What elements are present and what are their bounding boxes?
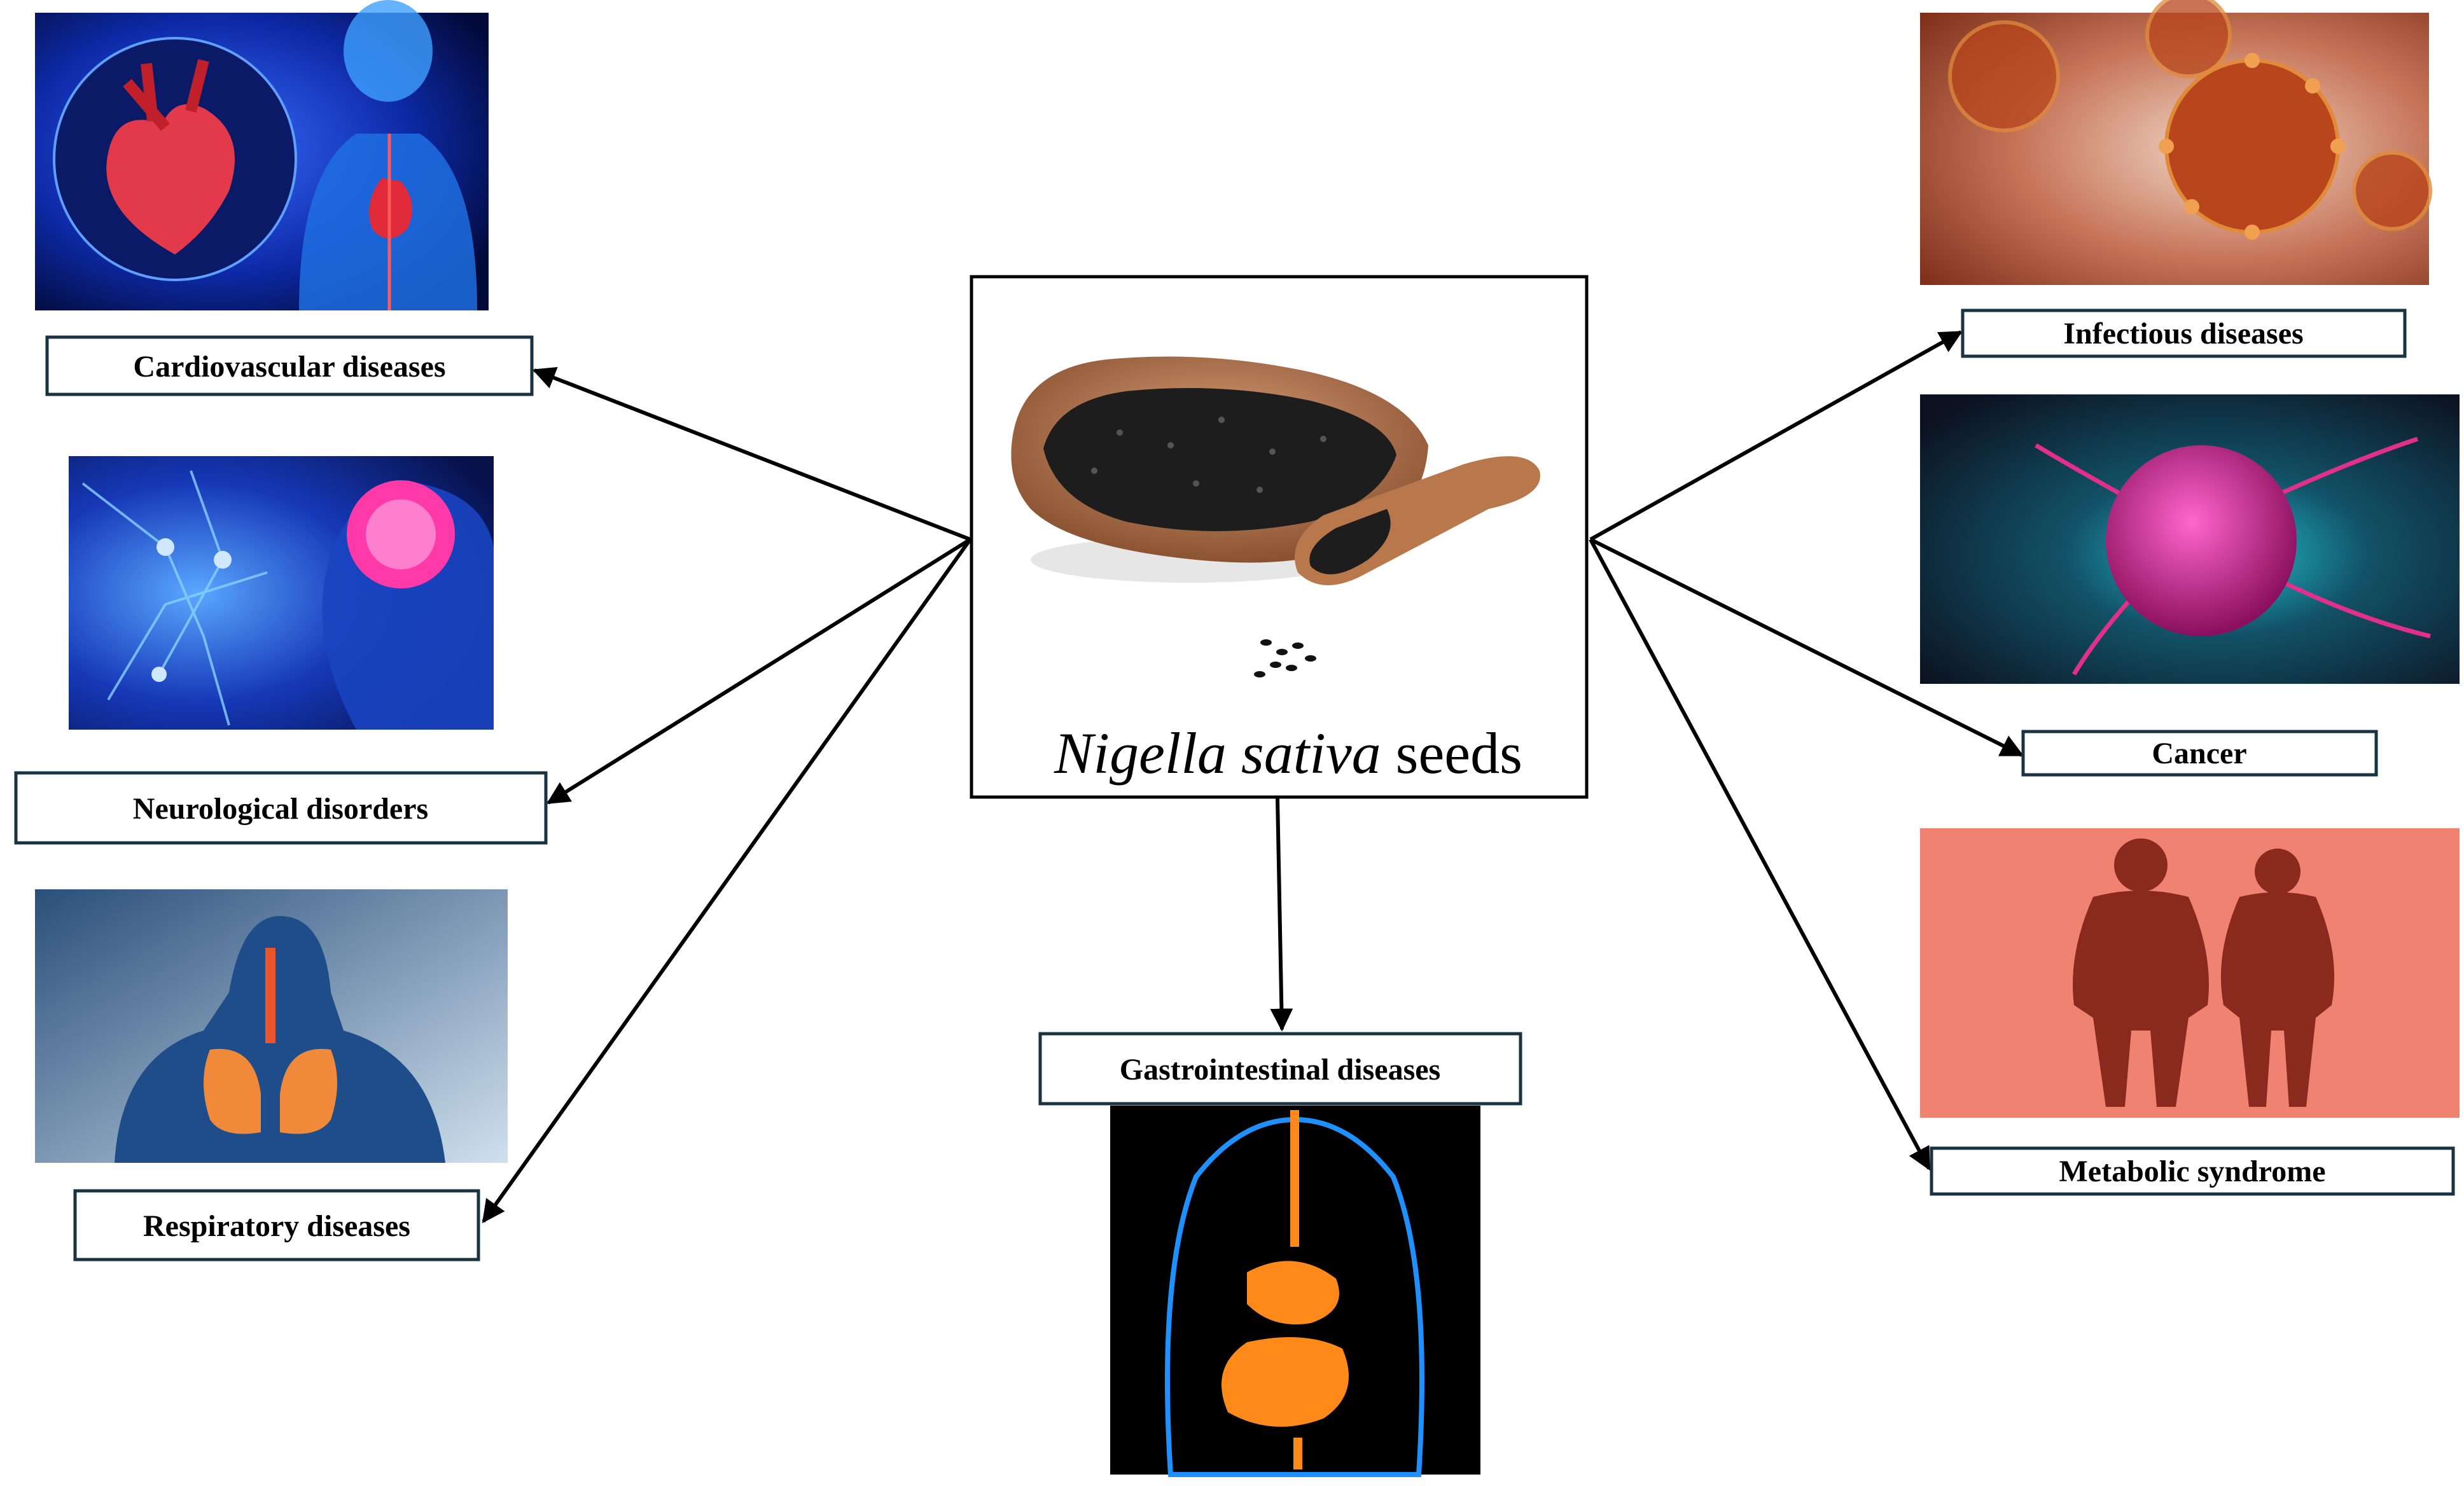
label-cancer: Cancer (2152, 737, 2246, 770)
arrow-to-neurological (546, 538, 971, 805)
cardiovascular-image (35, 0, 489, 310)
label-boxes (14, 309, 2455, 1261)
scattered-seeds (1254, 639, 1316, 677)
label-box-gastrointestinal (1038, 1032, 1522, 1106)
center-title-plain: seeds (1396, 721, 1522, 786)
center-node: Nigella sativa seeds (970, 275, 1589, 799)
gastrointestinal-image (1110, 1106, 1480, 1477)
label-box-neurological (14, 771, 548, 845)
metabolic-image (1920, 828, 2460, 1118)
infectious-image (1920, 0, 2432, 285)
arrow-to-gastrointestinal (1270, 798, 1293, 1032)
label-box-cancer (2021, 730, 2378, 777)
seed-bowl-image (1011, 356, 1540, 677)
center-title: Nigella sativa seeds (1054, 721, 1522, 786)
label-neurological: Neurological disorders (133, 792, 428, 826)
arrow-to-cardiovascular (532, 366, 971, 541)
respiratory-image (35, 889, 508, 1163)
label-cardiovascular: Cardiovascular diseases (133, 350, 445, 384)
label-box-infectious (1961, 309, 2407, 358)
label-metabolic: Metabolic syndrome (2059, 1155, 2325, 1188)
center-title-italic: Nigella sativa (1054, 721, 1381, 786)
arrow-to-infectious (1589, 330, 1963, 541)
arrow-to-metabolic (1589, 538, 1931, 1171)
label-box-cardiovascular (45, 335, 534, 396)
arrow-to-respiratory (482, 538, 972, 1223)
cancer-image (1920, 394, 2460, 684)
arrow-to-cancer (1589, 538, 2024, 757)
label-box-metabolic (1930, 1146, 2455, 1196)
label-gastrointestinal: Gastrointestinal diseases (1120, 1053, 1440, 1087)
neurological-image (69, 456, 494, 730)
label-respiratory: Respiratory diseases (143, 1209, 410, 1243)
label-box-respiratory (73, 1189, 480, 1261)
label-infectious: Infectious diseases (2063, 317, 2303, 351)
arrows (482, 330, 2024, 1223)
